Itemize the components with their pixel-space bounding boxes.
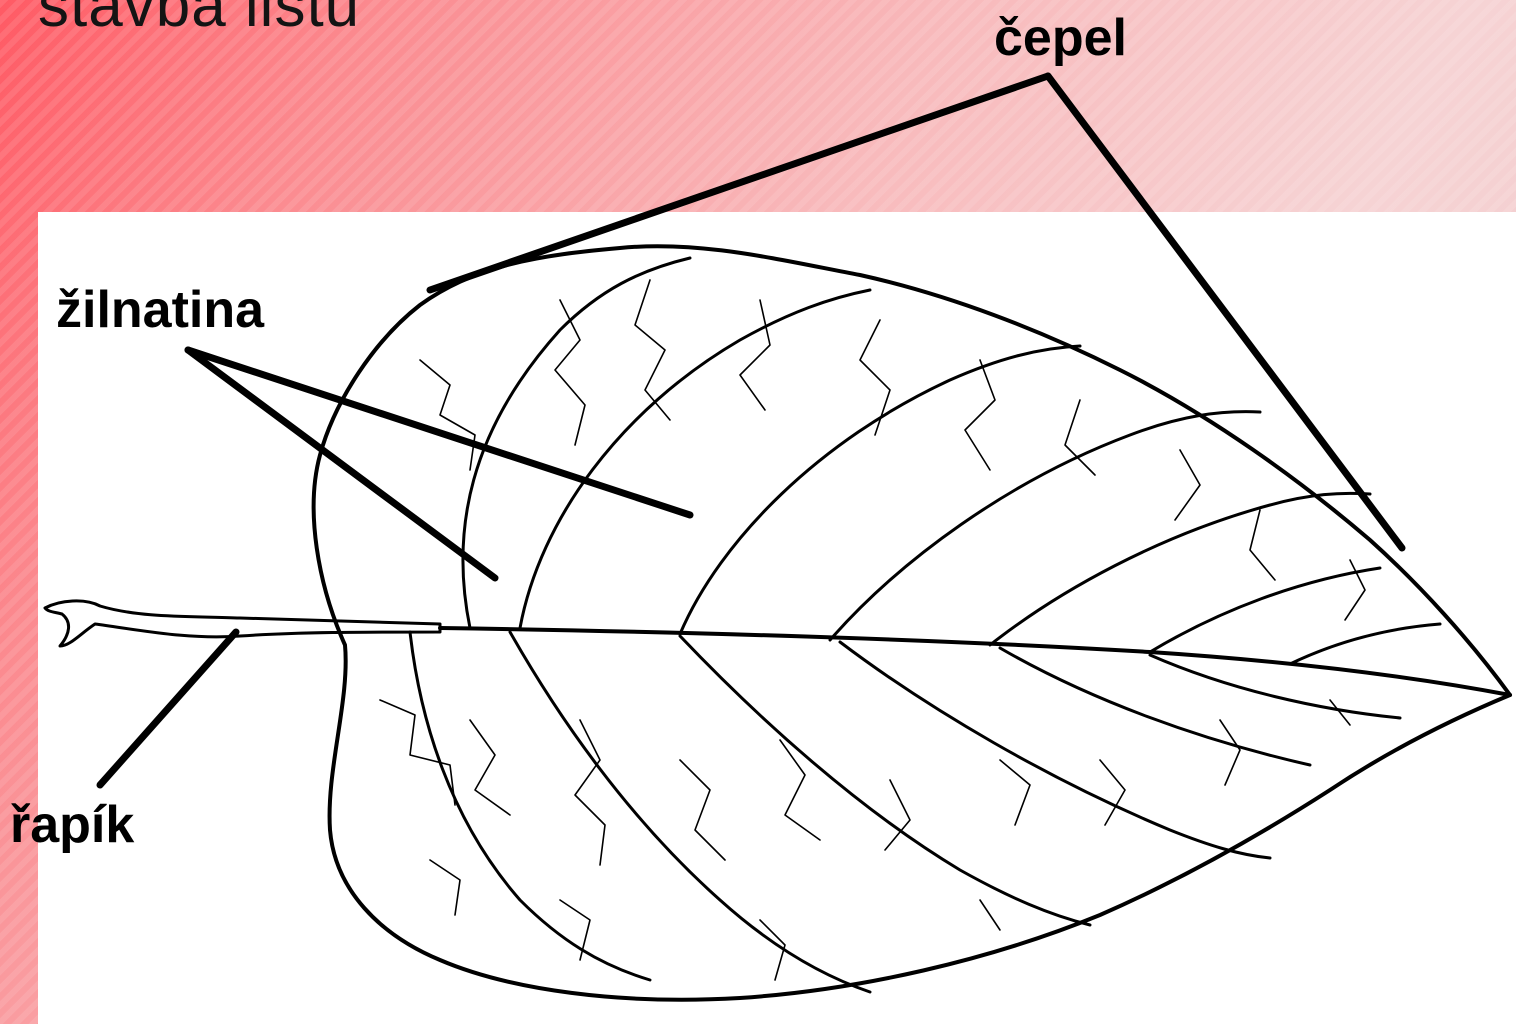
lower-secondary-veins — [410, 632, 1400, 992]
blade-pointer-right — [1048, 76, 1402, 548]
venation-pointer-1 — [188, 350, 690, 515]
venation-label: žilnatina — [56, 280, 264, 340]
petiole-pointer — [100, 632, 236, 785]
blade-label: čepel — [994, 8, 1127, 68]
petiole-label: řapík — [10, 795, 134, 855]
pointer-lines — [100, 76, 1402, 785]
petiole-shape — [45, 601, 440, 646]
blade-pointer-left — [430, 76, 1048, 290]
upper-secondary-veins — [463, 258, 1440, 664]
leaf-outline — [314, 246, 1510, 1000]
midrib — [440, 628, 1510, 695]
